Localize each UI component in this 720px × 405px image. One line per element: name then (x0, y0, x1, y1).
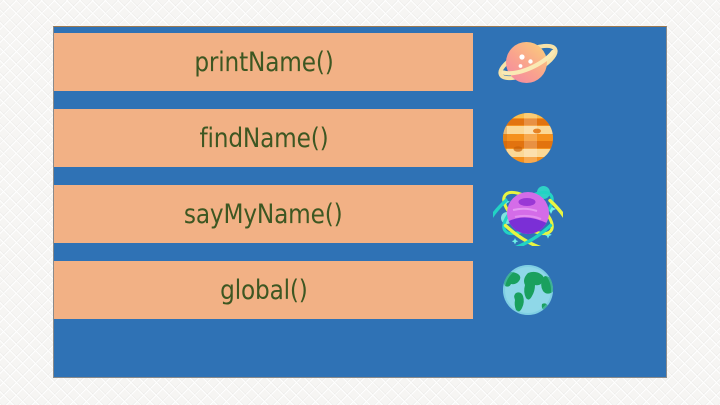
function-bar-print-name[interactable]: printName() (54, 33, 474, 91)
list-item[interactable]: sayMyName() (54, 183, 564, 246)
function-label: sayMyName() (184, 198, 343, 230)
list-item[interactable]: global() (54, 261, 564, 319)
earth-globe-icon (491, 259, 564, 321)
function-list: printName() (54, 33, 564, 323)
list-item[interactable]: findName() (54, 109, 564, 167)
function-label: global() (219, 274, 308, 306)
orbit-planet-icon (491, 183, 564, 246)
function-label: printName() (193, 46, 334, 78)
jupiter-planet-icon (491, 107, 564, 169)
function-label: findName() (199, 122, 329, 154)
list-item[interactable]: printName() (54, 33, 564, 91)
saturn-planet-icon (491, 31, 564, 93)
function-bar-say-my-name[interactable]: sayMyName() (54, 185, 474, 243)
function-bar-global[interactable]: global() (54, 261, 474, 319)
function-bar-find-name[interactable]: findName() (54, 109, 474, 167)
